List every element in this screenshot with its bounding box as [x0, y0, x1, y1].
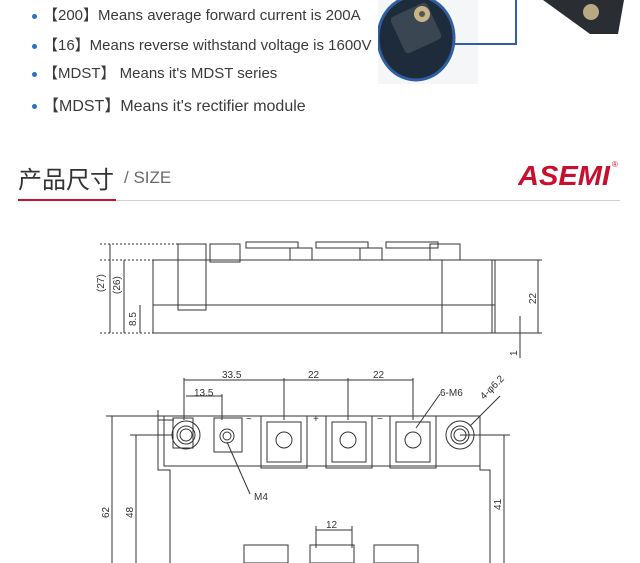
size-section-header: 产品尺寸 / SIZE ASEMI ®: [18, 158, 622, 202]
dim-1: 1: [509, 350, 520, 356]
top-view: [106, 378, 510, 563]
section-title-cn: 产品尺寸: [18, 166, 114, 194]
dimension-drawing: (27) (26) 8.5 22 1: [96, 241, 542, 563]
bullet-dot: [32, 43, 37, 49]
dim-33-5: 33.5: [222, 370, 242, 381]
callout-m4: M4: [254, 492, 268, 503]
bullet-dot: [32, 104, 37, 110]
asemi-logo: ASEMI ®: [518, 160, 618, 190]
dim-62: 62: [101, 506, 112, 518]
dim-12: 12: [326, 520, 338, 531]
callout-4-phi-6-2: 4-φ6.2: [478, 373, 507, 402]
bullet-text: 【16】Means reverse withstand voltage is 1…: [43, 37, 372, 54]
bullet-dot: [32, 13, 37, 19]
header-divider: [18, 200, 620, 201]
terminal-mark-ac: ~: [246, 414, 252, 425]
bullet-item: 【200】Means average forward current is 20…: [32, 4, 361, 25]
bullet-item: 【MDST】 Means it's MDST series: [32, 62, 277, 83]
dim-13-5: 13.5: [194, 388, 214, 399]
bullet-text: 【200】Means average forward current is 20…: [43, 7, 361, 24]
svg-text:®: ®: [612, 160, 618, 169]
dim-48: 48: [125, 506, 136, 518]
svg-text:ASEMI: ASEMI: [518, 160, 611, 190]
product-photo: [378, 0, 640, 84]
bullet-text: 【MDST】Means it's rectifier module: [43, 98, 306, 115]
dim-22-a: 22: [308, 370, 320, 381]
dim-22-b: 22: [373, 370, 385, 381]
side-view: [100, 241, 542, 358]
bullet-dot: [32, 71, 37, 77]
callout-6-m6: 6-M6: [440, 388, 463, 399]
bullet-item: 【MDST】Means it's rectifier module: [32, 92, 306, 116]
dim-41: 41: [493, 498, 504, 510]
section-title-en: / SIZE: [124, 168, 172, 187]
dim-27: (27): [96, 274, 107, 292]
header-accent-bar: [18, 199, 116, 201]
dim-26: (26): [112, 276, 123, 294]
bullet-text: 【MDST】 Means it's MDST series: [43, 65, 278, 82]
terminal-mark-minus: −: [377, 414, 383, 425]
bullet-item: 【16】Means reverse withstand voltage is 1…: [32, 34, 372, 55]
dim-8-5: 8.5: [128, 312, 139, 326]
dim-22-side: 22: [528, 292, 539, 304]
terminal-mark-plus: +: [313, 414, 319, 425]
